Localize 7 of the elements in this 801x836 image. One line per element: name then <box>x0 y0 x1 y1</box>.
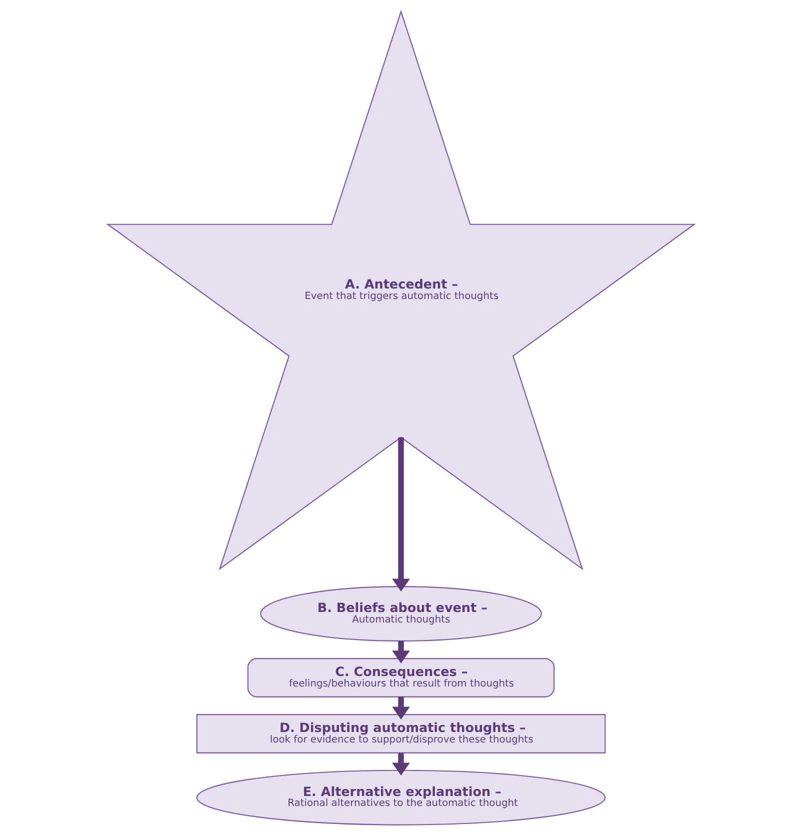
node-ellipse: E. Alternative explanation – Rational alternatives to the automatic thought <box>196 770 606 826</box>
node-box: C. Consequences – feelings/behaviours that result from thoughts <box>246 658 554 698</box>
node-box: D. Disputing automatic thoughts – look for evidence to support/disprove these thoughts <box>196 714 606 754</box>
arrow <box>392 640 410 664</box>
arrow <box>392 696 410 720</box>
arrow <box>392 753 410 776</box>
node-ellipse: B. Beliefs about event – Automatic thoughts <box>260 586 542 642</box>
